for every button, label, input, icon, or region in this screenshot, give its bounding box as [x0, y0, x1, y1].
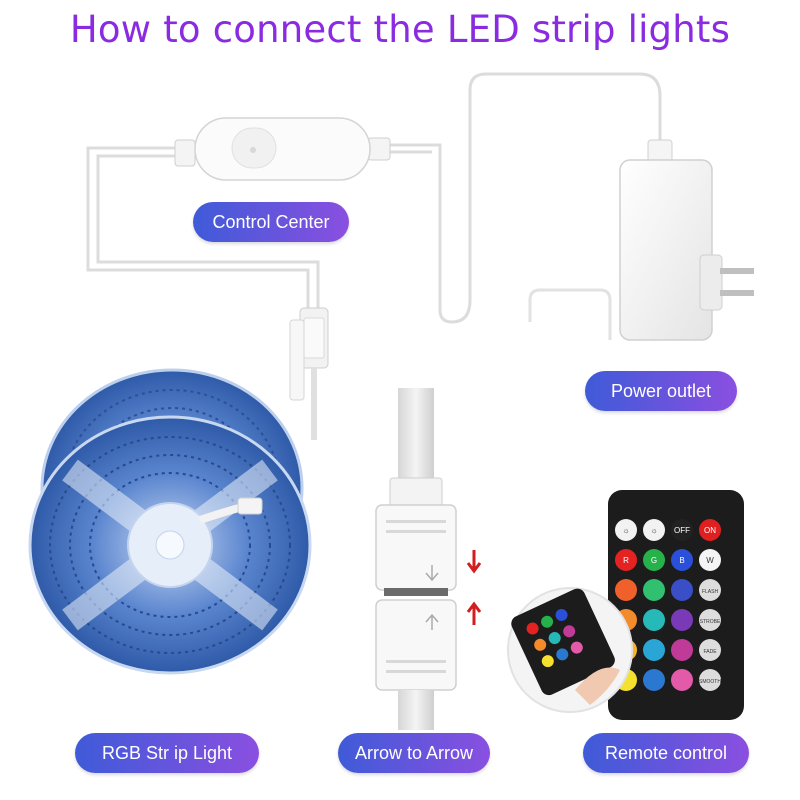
control-cables	[88, 74, 660, 322]
rgb-strip-light-label: RGB Str ip Light	[75, 733, 259, 773]
remote-button-label: SMOOTH	[699, 679, 721, 685]
power-outlet-label: Power outlet	[585, 371, 737, 411]
remote-button-label: ON	[704, 526, 716, 535]
remote-button-label: STROBE	[700, 619, 721, 625]
remote-in-hand-inset	[508, 586, 632, 712]
remote-button	[671, 579, 693, 601]
remote-control: ☼ ☼ OFF ON R G B W FLASH STROBE FADE SMOOTH	[608, 490, 744, 720]
remote-button	[643, 609, 665, 631]
remote-button-label: FADE	[703, 649, 717, 655]
remote-button	[671, 609, 693, 631]
remote-button-label: ☼	[622, 526, 629, 535]
control-center-label: Control Center	[193, 202, 349, 242]
remote-control-label: Remote control	[583, 733, 749, 773]
remote-button-label: ☼	[650, 526, 657, 535]
remote-button	[643, 639, 665, 661]
control-center-box	[175, 118, 390, 180]
remote-button	[671, 669, 693, 691]
strip-connector	[290, 308, 328, 440]
arrow-connector-pair	[376, 388, 456, 730]
power-cable	[530, 290, 610, 340]
red-arrow-up-icon	[468, 604, 480, 625]
remote-button	[671, 639, 693, 661]
remote-button-label: G	[651, 556, 657, 565]
remote-button	[643, 669, 665, 691]
remote-button-label: B	[679, 556, 684, 565]
red-arrow-down-icon	[468, 550, 480, 571]
power-adapter	[620, 140, 754, 340]
remote-button-label: R	[623, 556, 629, 565]
arrow-to-arrow-label: Arrow to Arrow	[338, 733, 490, 773]
remote-button	[643, 579, 665, 601]
remote-button	[615, 579, 637, 601]
remote-button-label: W	[706, 556, 714, 565]
remote-button-label: OFF	[674, 526, 690, 535]
led-strip-reels	[30, 370, 310, 673]
remote-button-label: FLASH	[702, 589, 719, 595]
